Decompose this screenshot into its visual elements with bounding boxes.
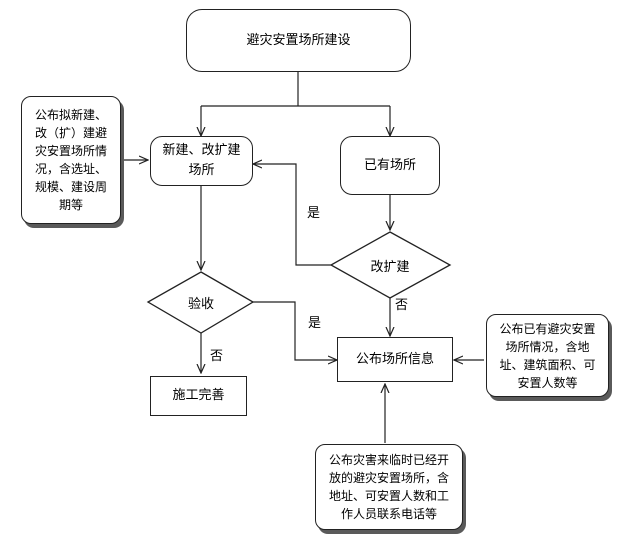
publish-info-label: 公布场所信息 [355,351,434,367]
acceptance-yes-label: 是 [308,316,322,331]
right-note-box: 公布已有避灾安置场所情况，含地址、建筑面积、可安置人数等 [486,314,609,397]
bottom-note-text: 公布灾害来临时已经开放的避灾安置场所，含地址、可安置人数和工作人员联系电话等 [328,453,449,521]
acceptance-no-label: 否 [210,349,224,364]
acceptance-decision-diamond [146,271,255,334]
left-note-text: 公布拟新建、改（扩）建避灾安置场所情况，含选址、规模、建设周期等 [34,108,107,212]
top-process-label: 避灾安置场所建设 [246,32,351,48]
new-build-box: 新建、改扩建场所 [150,136,253,186]
acceptance-yes-to-publish-arrow [252,301,337,360]
expand-yes-label: 是 [307,206,321,221]
existing-site-box: 已有场所 [340,136,440,195]
expand-decision-diamond [329,231,452,299]
publish-info-box: 公布场所信息 [337,337,453,382]
construction-label: 施工完善 [172,388,225,403]
construction-box: 施工完善 [150,376,247,416]
right-note-text: 公布已有避灾安置场所情况，含地址、建筑面积、可安置人数等 [499,321,596,390]
top-process-box: 避灾安置场所建设 [186,9,411,72]
expand-decision-label: 改扩建 [370,260,410,275]
expand-no-label: 否 [395,298,409,313]
expand-yes-to-new-build-arrow [253,164,331,266]
bottom-note-box: 公布灾害来临时已经开放的避灾安置场所，含地址、可安置人数和工作人员联系电话等 [315,444,463,530]
new-build-label: 新建、改扩建场所 [162,143,241,178]
left-note-box: 公布拟新建、改（扩）建避灾安置场所情况，含选址、规模、建设周期等 [21,96,121,224]
acceptance-decision-label: 验收 [187,297,214,312]
existing-site-label: 已有场所 [363,157,416,173]
